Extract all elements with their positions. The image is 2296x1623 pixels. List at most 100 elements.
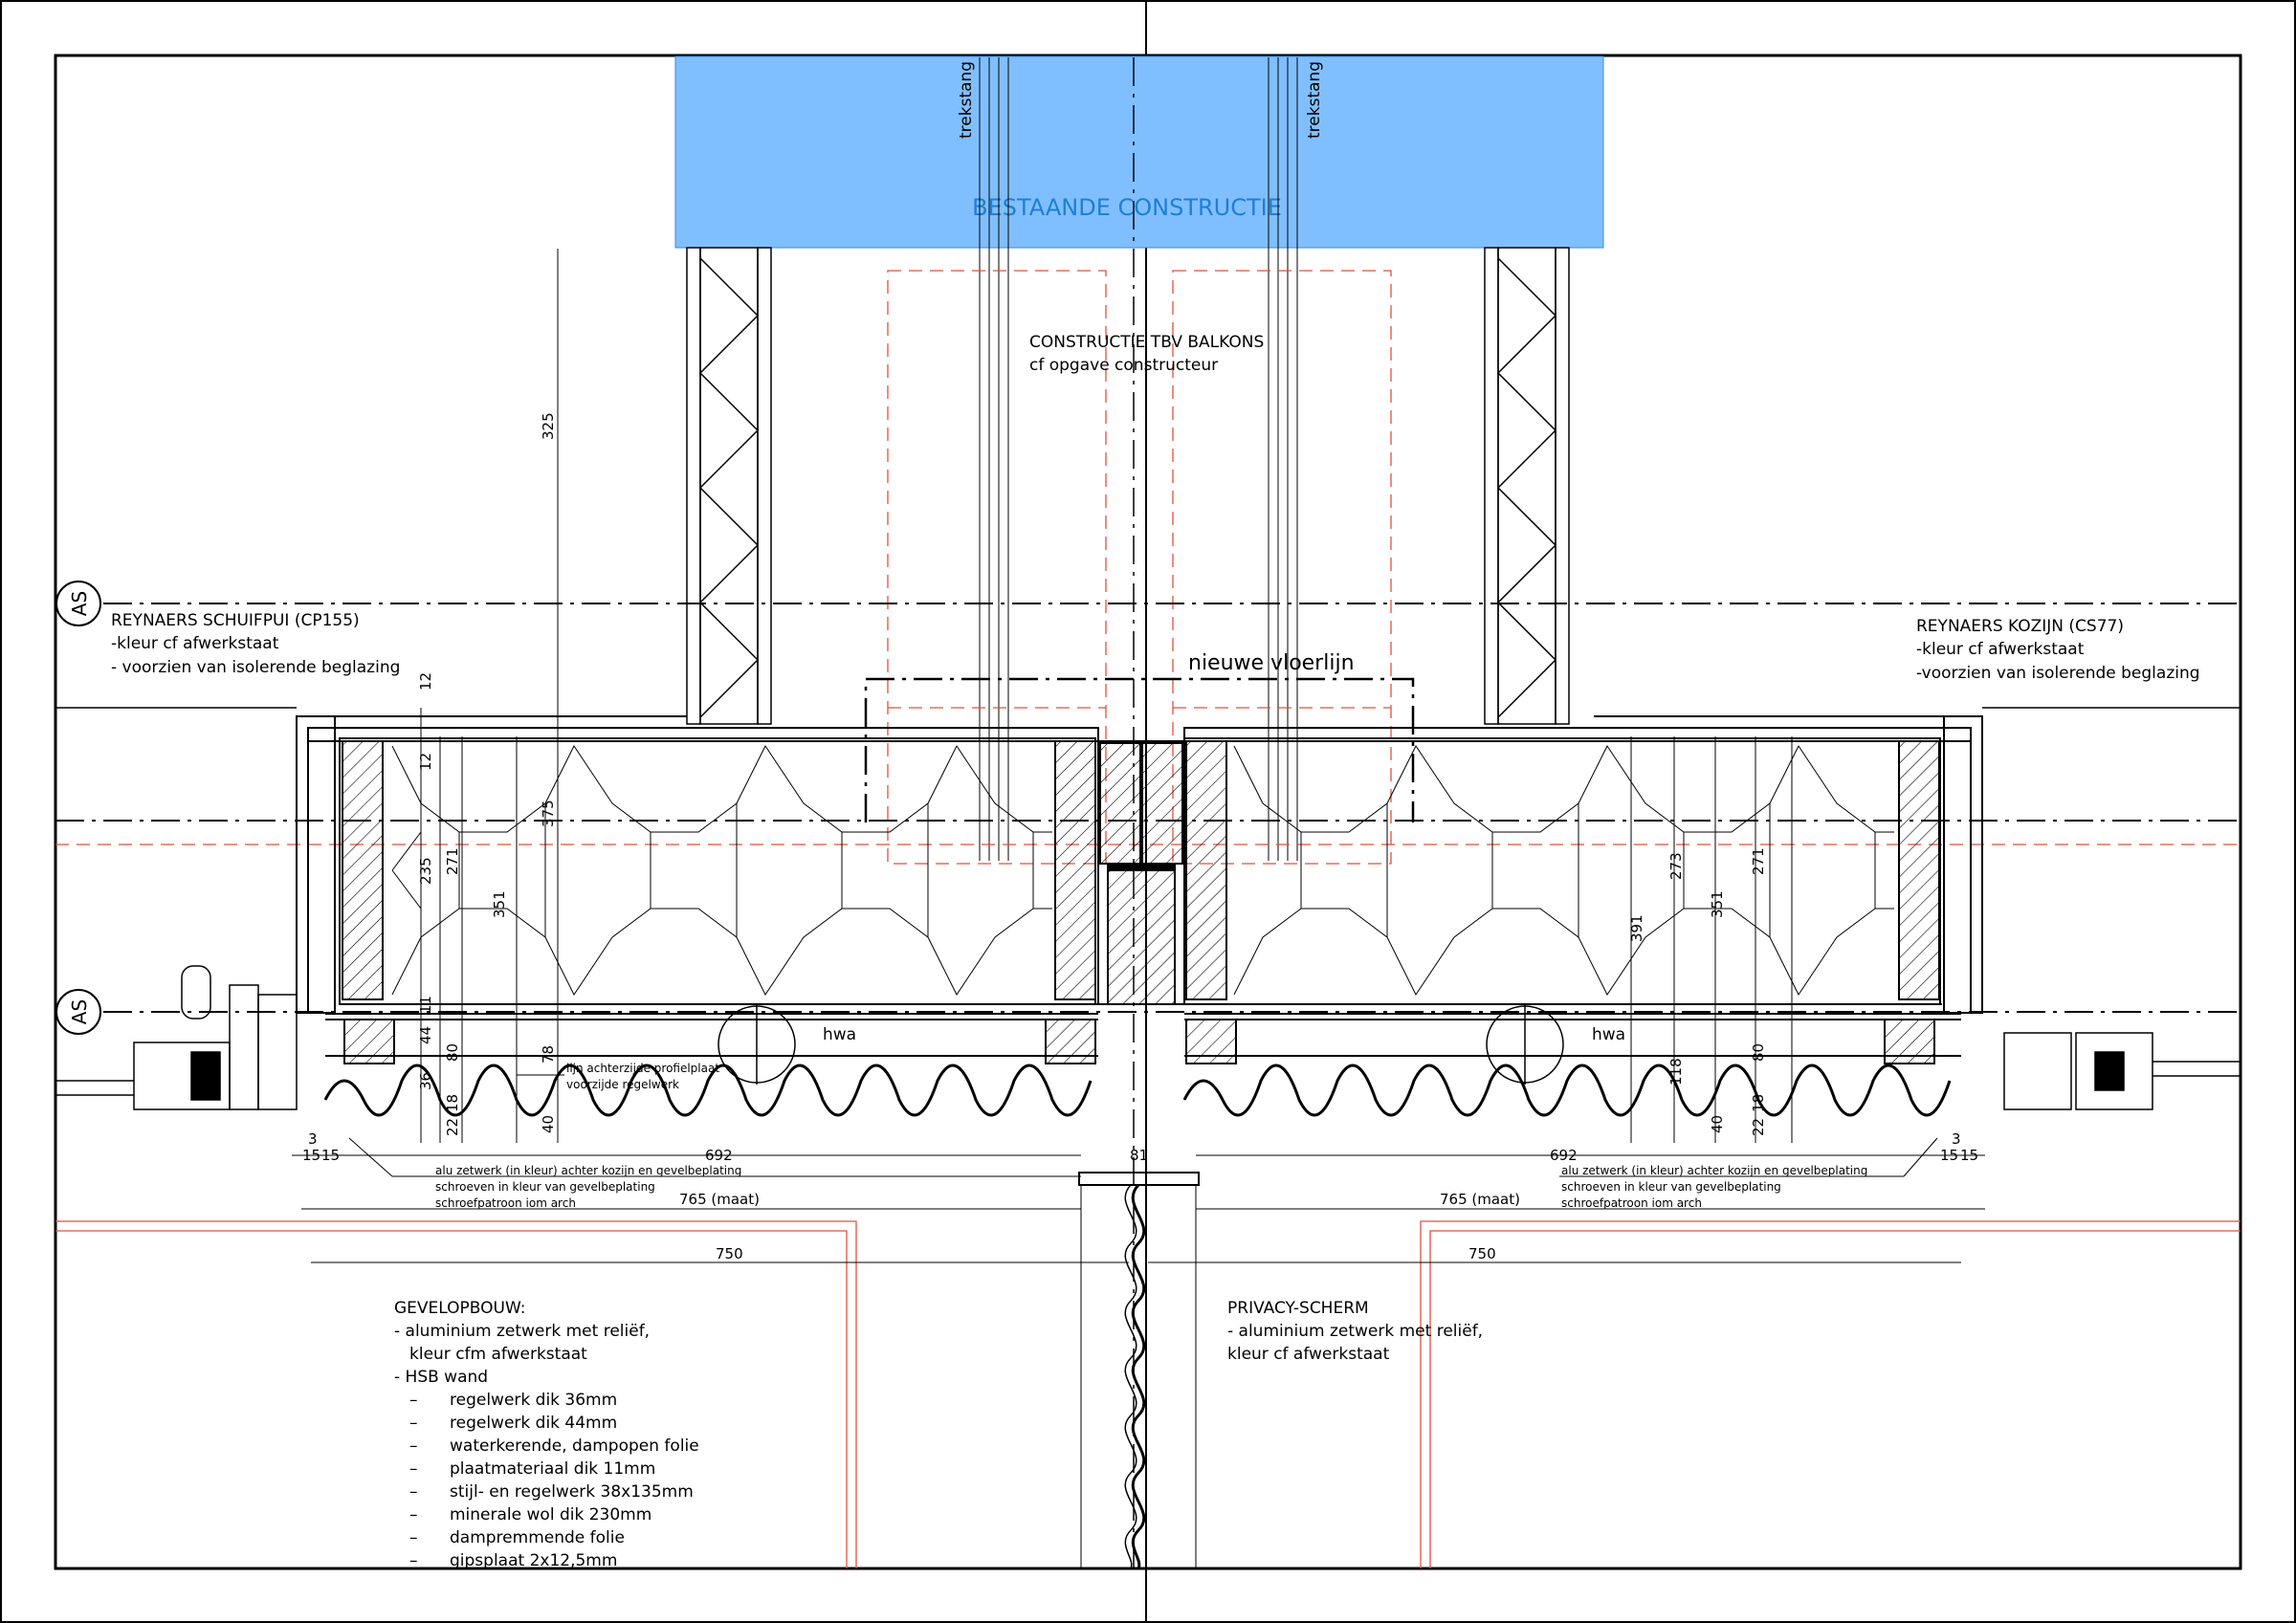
dim-375: 375 [540, 800, 557, 827]
dim-40-left: 40 [540, 1115, 557, 1133]
constructie-title: CONSTRUCTIE TBV BALKONS [1029, 333, 1264, 352]
profile-note-1: lijn achterzijde profielplaat [566, 1062, 719, 1075]
dimension-lines [292, 249, 1985, 1263]
insulation-right [1233, 745, 1894, 996]
svg-text:plaatmateriaal dik 11mm: plaatmateriaal dik 11mm [450, 1459, 655, 1479]
svg-text:kleur cf afwerkstaat: kleur cf afwerkstaat [1227, 1345, 1390, 1364]
dim-765-left: 765 (maat) [679, 1191, 760, 1208]
trekstang-label-right: trekstang [1305, 61, 1324, 139]
svg-text:AS: AS [68, 999, 91, 1024]
dim-15b-left: 15 [321, 1147, 340, 1164]
dim-18-right: 18 [1750, 1094, 1767, 1112]
column-right [1484, 247, 1570, 725]
trekstang-label-left: trekstang [957, 61, 976, 139]
dim-271-right: 271 [1750, 847, 1767, 875]
dim-12-a: 12 [417, 672, 434, 691]
svg-text:–: – [409, 1391, 418, 1410]
dim-80-right: 80 [1750, 1043, 1767, 1062]
privacy-legend: PRIVACY-SCHERM - aluminium zetwerk met r… [1227, 1299, 1483, 1364]
left-window-title: REYNAERS SCHUIFPUI (CP155) [111, 611, 360, 630]
dim-391: 391 [1628, 914, 1645, 942]
insulation-left [391, 745, 1052, 996]
right-window-frame [1982, 707, 2241, 1110]
svg-text:minerale wol dik 230mm: minerale wol dik 230mm [450, 1505, 651, 1524]
wall-left [296, 715, 1099, 1064]
dim-3-right: 3 [1952, 1130, 1961, 1148]
svg-text:waterkerende, dampopen folie: waterkerende, dampopen folie [450, 1437, 699, 1456]
dim-692-right: 692 [1550, 1147, 1578, 1164]
dim-750-right: 750 [1468, 1245, 1496, 1262]
dim-235: 235 [417, 857, 434, 885]
column-left [686, 247, 772, 725]
axis-marker-top: AS [55, 581, 101, 626]
svg-text:regelwerk dik 36mm: regelwerk dik 36mm [450, 1391, 617, 1410]
svg-text:- HSB wand: - HSB wand [394, 1368, 488, 1387]
dim-3-left: 3 [308, 1130, 318, 1148]
dim-18-left: 18 [444, 1094, 461, 1112]
profile-note-2: voorzijde regelwerk [566, 1078, 679, 1091]
right-window-title: REYNAERS KOZIJN (CS77) [1916, 617, 2124, 636]
dim-80-left: 80 [444, 1043, 461, 1062]
left-window-line-1: -kleur cf afwerkstaat [111, 634, 279, 653]
corrugated-cladding [323, 1064, 1952, 1117]
dim-692-left: 692 [705, 1147, 733, 1164]
red-solid-outlines [55, 1220, 2241, 1568]
dim-11: 11 [417, 996, 434, 1014]
dim-325: 325 [540, 412, 557, 440]
zetwerk-right-1: alu zetwerk (in kleur) achter kozijn en … [1561, 1164, 1867, 1177]
dim-12-b: 12 [417, 753, 434, 771]
axis-marker-bottom: AS [55, 989, 101, 1035]
hwa-pipes [718, 1004, 1564, 1085]
zetwerk-right-3: schroefpatroon iom arch [1561, 1196, 1702, 1210]
red-dashed-outlines [55, 270, 2241, 865]
svg-text:kleur cfm afwerkstaat: kleur cfm afwerkstaat [409, 1345, 587, 1364]
dim-271-left: 271 [444, 847, 461, 875]
svg-text:–: – [409, 1414, 418, 1433]
svg-text:–: – [409, 1437, 418, 1456]
dim-351-right: 351 [1709, 890, 1726, 918]
dim-15b-right: 15 [1960, 1147, 1978, 1164]
gevelopbouw-legend: GEVELOPBOUW: - aluminium zetwerk met rel… [394, 1299, 699, 1570]
dim-44: 44 [417, 1026, 434, 1044]
left-window-line-2: - voorzien van isolerende beglazing [111, 658, 400, 677]
dim-36: 36 [417, 1072, 434, 1090]
dim-40-right: 40 [1709, 1115, 1726, 1133]
dim-15a-left: 15 [302, 1147, 320, 1164]
svg-text:–: – [409, 1505, 418, 1524]
dim-118: 118 [1667, 1058, 1685, 1086]
dim-78: 78 [540, 1045, 557, 1064]
left-window-frame [55, 707, 298, 1110]
svg-text:–: – [409, 1459, 418, 1479]
dim-273: 273 [1667, 852, 1685, 880]
dim-81: 81 [1130, 1147, 1148, 1164]
svg-text:regelwerk dik 44mm: regelwerk dik 44mm [450, 1414, 617, 1433]
dim-765-right: 765 (maat) [1440, 1191, 1520, 1208]
zetwerk-left-2: schroeven in kleur van gevelbeplating [435, 1180, 655, 1194]
svg-text:dampremmende folie: dampremmende folie [450, 1528, 625, 1547]
central-joint [1078, 740, 1200, 1569]
svg-text:stijl- en regelwerk 38x135mm: stijl- en regelwerk 38x135mm [450, 1482, 694, 1502]
svg-text:- aluminium zetwerk met reliëf: - aluminium zetwerk met reliëf, [394, 1322, 650, 1341]
svg-text:AS: AS [68, 591, 91, 616]
right-window-line-1: -kleur cf afwerkstaat [1916, 640, 2085, 659]
hwa-label-right: hwa [1592, 1025, 1625, 1044]
zetwerk-left-3: schroefpatroon iom arch [435, 1196, 576, 1210]
dim-351-left: 351 [491, 890, 508, 918]
zetwerk-right-2: schroeven in kleur van gevelbeplating [1561, 1180, 1781, 1194]
dim-15a-right: 15 [1940, 1147, 1958, 1164]
hwa-label-left: hwa [823, 1025, 856, 1044]
svg-text:–: – [409, 1482, 418, 1502]
dim-22-left: 22 [444, 1118, 461, 1136]
existing-construction-label: BESTAANDE CONSTRUCTIE [972, 194, 1282, 221]
svg-text:–: – [409, 1551, 418, 1570]
wall-right [1183, 715, 1983, 1064]
dim-750-left: 750 [716, 1245, 743, 1262]
gevelopbouw-title: GEVELOPBOUW: [394, 1299, 526, 1318]
privacy-title: PRIVACY-SCHERM [1227, 1299, 1369, 1318]
right-window-line-2: -voorzien van isolerende beglazing [1916, 664, 2200, 683]
new-floor-line [864, 677, 1415, 822]
constructie-subtitle: cf opgave constructeur [1029, 356, 1218, 375]
svg-text:- aluminium zetwerk met reliëf: - aluminium zetwerk met reliëf, [1227, 1322, 1483, 1341]
svg-text:–: – [409, 1528, 418, 1547]
